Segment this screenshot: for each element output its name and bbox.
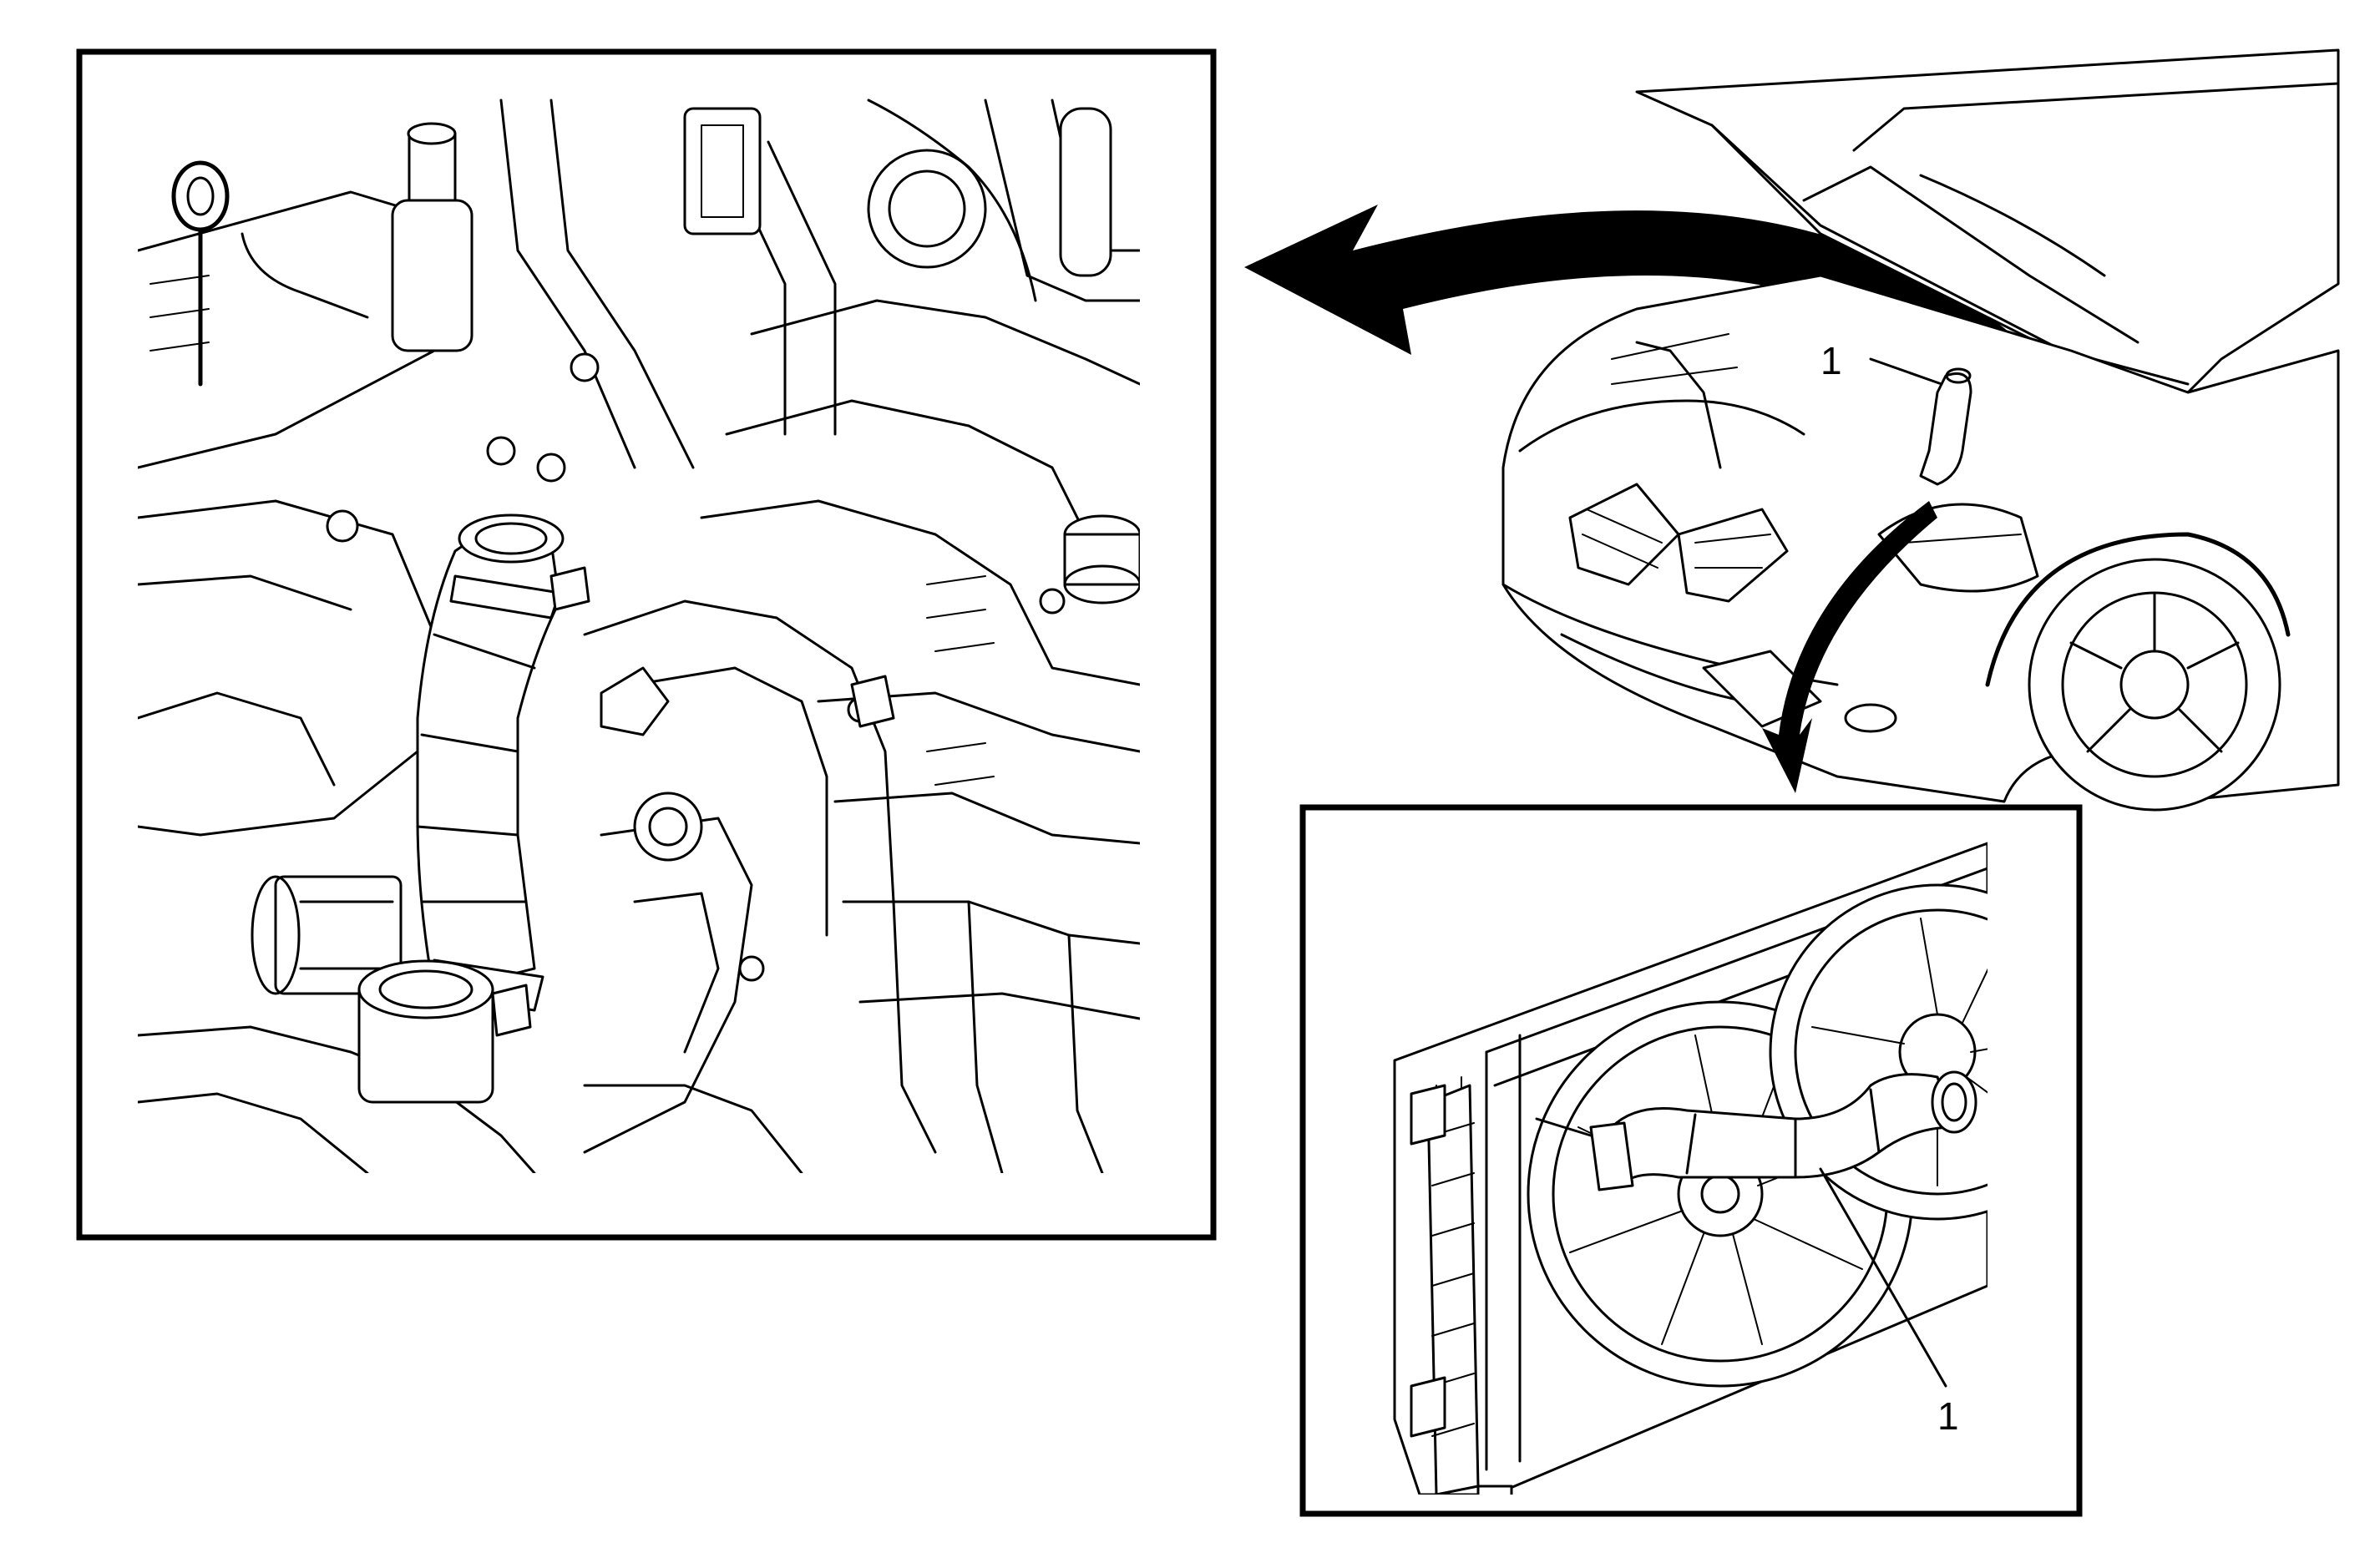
upper-radiator-hose-engine-side	[357, 513, 590, 1104]
upper-radiator-hose-radiator-side	[1535, 1070, 1977, 1191]
vehicle-overview	[1501, 48, 2340, 812]
callout-1-vehicle: 1	[1820, 339, 1842, 382]
engine-bay-detail-panel	[76, 48, 1217, 1241]
callout-1-radiator: 1	[1937, 1394, 1959, 1438]
sensor-actuator	[391, 122, 473, 352]
engine-background-linework	[138, 99, 1140, 1173]
radiator-detail-panel	[1299, 804, 2083, 1517]
thermostat-housing	[251, 875, 403, 995]
dipstick	[171, 160, 230, 387]
